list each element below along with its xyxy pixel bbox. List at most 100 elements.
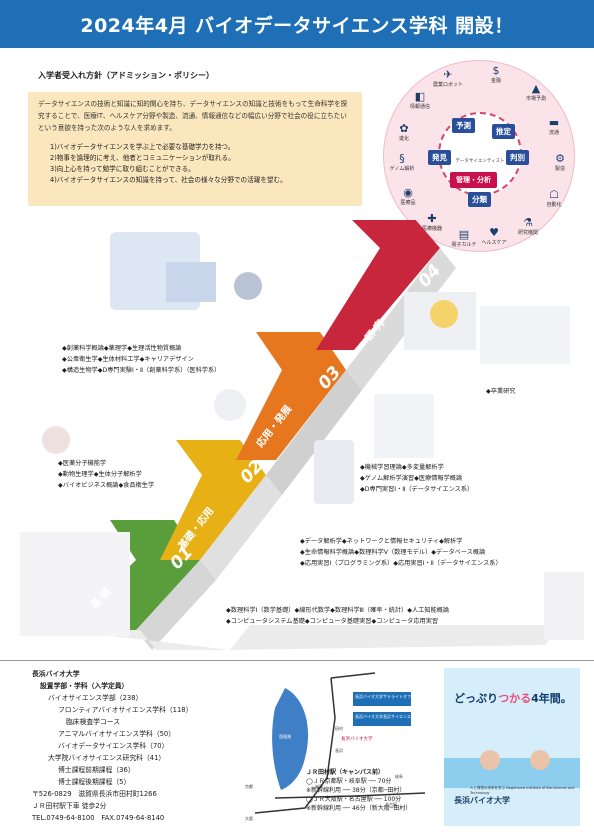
map-label: 京都 <box>245 783 253 789</box>
icon-label: 農業ロボット <box>432 82 463 88</box>
course-line: ◆公衆衛生学◆生体材料工学◆キャリアデザイン <box>62 356 194 363</box>
icon-glyph: ▬ <box>548 116 560 129</box>
faculty-row: 臨床検査学コース <box>66 718 121 726</box>
access-line: ◯ＪＲ大阪駅・名古屋駅 ── 100分 <box>306 796 402 803</box>
tablet-illustration <box>314 440 354 504</box>
water-surface <box>444 758 580 788</box>
icon-label: 研究機関 <box>517 230 538 236</box>
robot-arm-icon: ☖自動化 <box>536 188 572 208</box>
center-label: データサイエンティスト <box>455 159 505 164</box>
rail-line <box>274 792 426 799</box>
course-line: ◆構造生物学◆D専門実験Ⅰ・Ⅱ（創薬科学系）（医科学系） <box>62 367 221 374</box>
vr-student-illustration <box>544 572 584 640</box>
policy-item: 4)バイオデータサイエンスの知識を持って、社会の様々な分野での活躍を望む。 <box>50 176 287 184</box>
rail-line <box>330 672 376 679</box>
map-label-box <box>353 692 411 706</box>
swimmer-head <box>480 750 500 770</box>
chevron-stage-4 <box>316 220 440 350</box>
address-line: 〒526-0829 滋賀県長浜市田村町1266 <box>32 790 157 798</box>
course-list-base: ◆数理科学Ⅰ（数学基礎）◆線形代数学◆数理科学Ⅲ（確率・統計）◆人工知能概論 ◆… <box>226 605 449 627</box>
address-line: TEL.0749-64-8100 FAX.0749-64-8140 <box>32 814 165 822</box>
policy-item: 3)向上心を持って勉学に取り組むことができる。 <box>50 165 195 173</box>
icon-glyph: ▤ <box>458 228 470 241</box>
chevron-side <box>266 370 362 495</box>
scientist-illustration <box>214 389 246 421</box>
poster-logo: 長浜バイオ大学 <box>454 796 510 805</box>
rail-line <box>254 677 336 814</box>
icon-glyph: ✈ <box>443 68 453 81</box>
tagline-part: 4年間。 <box>531 692 572 705</box>
dna-icon: §ゲノム解析 <box>384 152 420 172</box>
access-map: 長浜バイオ大学サテライトオフィス 長浜バイオ大学長浜サイエンスパーク 長浜バイオ… <box>235 668 435 826</box>
icon-glyph: § <box>399 152 405 165</box>
map-label: 長浜 <box>335 747 343 753</box>
skill-pill: 発見 <box>428 150 451 165</box>
faculty-row: アニマルバイオサイエンス学科（50） <box>58 730 176 738</box>
course-line: ◆バイオビジネス概論◆食品衛生学 <box>58 482 155 489</box>
university-name: 長浜バイオ大学 <box>32 670 80 678</box>
seahorse-icon: ✿進化 <box>386 122 422 142</box>
course-line: ◆ゲノム解析学演習◆医療情報学概論 <box>360 475 463 482</box>
course-line: ◆機械学習理論◆多変量解析学 <box>360 464 444 471</box>
access-info: ＪＲ田村駅（キャンパス前） ◯ＪＲ京都駅・岐阜駅 ── 70分 ※新幹線利用 ─… <box>306 768 411 813</box>
access-line: ◯ＪＲ京都駅・岐阜駅 ── 70分 <box>306 778 392 785</box>
map-label: 岐阜 <box>395 773 403 779</box>
icon-label: 自動化 <box>546 202 562 208</box>
icon-glyph: ♥ <box>489 226 499 239</box>
icon-label: 市場予測 <box>525 96 546 102</box>
icon-label: 進化 <box>398 136 409 142</box>
access-heading: ＪＲ田村駅（キャンパス前） <box>306 769 385 776</box>
molecule-board <box>166 262 216 302</box>
poster-subtitle: 人と環境の未来を学ぶ Nagahama Institute of Bio-Sci… <box>470 786 575 795</box>
chevron-side <box>346 248 456 390</box>
lake-shape <box>272 688 309 790</box>
map-label-box <box>353 712 411 726</box>
course-line: ◆数理科学Ⅰ（数学基礎）◆線形代数学◆数理科学Ⅲ（確率・統計）◆人工知能概論 <box>226 607 450 614</box>
skill-pill: 判別 <box>506 150 529 165</box>
microscope-illustration <box>234 272 262 300</box>
icon-glyph: ✿ <box>399 122 409 135</box>
course-line: ◆応用実習Ⅰ（プログラミング系）◆応用実習Ⅰ・Ⅱ（データサイエンス系） <box>300 560 502 567</box>
course-line: ◆創薬科学概論◆薬理学◆生理活性物質概論 <box>62 345 182 352</box>
tagline-highlight: つかる <box>498 692 532 705</box>
header-banner: 2024年4月 バイオデータサイエンス学科 開設！ <box>0 0 594 48</box>
course-list-ds-mid: ◆機械学習理論◆多変量解析学 ◆ゲノム解析学演習◆医療情報学概論 ◆D専門実習Ⅰ… <box>360 462 473 495</box>
footer-divider <box>0 660 594 661</box>
faculty-row: バイオサイエンス学部（238） <box>48 694 143 702</box>
faculty-row: 博士課程後期課程（5） <box>58 778 131 786</box>
watch-icon: ♥ヘルスケア <box>476 226 512 246</box>
map-label: 長浜バイオ大学サテライトオフィス <box>355 693 419 699</box>
icon-label: 医療機器 <box>421 226 442 232</box>
truck-icon: ▬流通 <box>536 116 572 136</box>
university-info: 長浜バイオ大学 設置学部・学科（入学定員） バイオサイエンス学部（238） フロ… <box>32 668 192 824</box>
factory-icon: ⚙製造 <box>542 152 578 172</box>
icon-glyph: ▲ <box>531 82 541 95</box>
market-chart-icon: ▲市場予測 <box>518 82 554 102</box>
swimmers-illustration <box>444 750 580 788</box>
icon-glyph: ☖ <box>549 188 559 201</box>
course-line: ◆データ解析学◆ネットワークと情報セキュリティ◆解析学 <box>300 538 463 545</box>
map-label: 米原 <box>315 783 323 789</box>
icon-label: 情報通信 <box>409 104 430 110</box>
access-line: ※新幹線利用 ── 46分（新大阪─田村） <box>306 805 412 812</box>
icon-glyph: ⚙ <box>555 152 565 165</box>
map-label: 琵琶湖 <box>279 733 291 739</box>
promo-poster: どっぷりつかる4年間。 人と環境の未来を学ぶ Nagahama Institut… <box>444 668 580 826</box>
icon-label: 医療品 <box>400 200 416 206</box>
map-label: 名古屋 <box>385 801 397 807</box>
poster-tagline: どっぷりつかる4年間。 <box>454 690 572 706</box>
icon-glyph: ✚ <box>427 212 437 225</box>
faculty-heading: 設置学部・学科（入学定員） <box>40 682 129 690</box>
icon-glyph: ◧ <box>414 90 426 103</box>
course-list-bio-top: ◆創薬科学概論◆薬理学◆生理活性物質概論 ◆公衆衛生学◆生体材料工学◆キャリアデ… <box>62 343 220 376</box>
course-line: ◆コンピュータシステム基礎◆コンピュータ基礎実習◆コンピュータ応用実習 <box>226 618 439 625</box>
map-label: 大阪 <box>245 815 253 821</box>
course-list-bio-mid: ◆医薬分子機能学 ◆動物生理学◆生体分子解析学 ◆バイオビジネス概論◆食品衛生学 <box>58 458 154 491</box>
students-illustration <box>20 532 130 636</box>
tablet-icon: ▤電子カルテ <box>446 228 482 248</box>
chevron-stage-3 <box>236 332 346 460</box>
faculty-row: 博士課程前期課程（36） <box>58 766 135 774</box>
medical-device-icon: ✚医療機器 <box>414 212 450 232</box>
petri-dish-illustration <box>42 426 70 454</box>
icon-label: 金融 <box>490 78 501 84</box>
